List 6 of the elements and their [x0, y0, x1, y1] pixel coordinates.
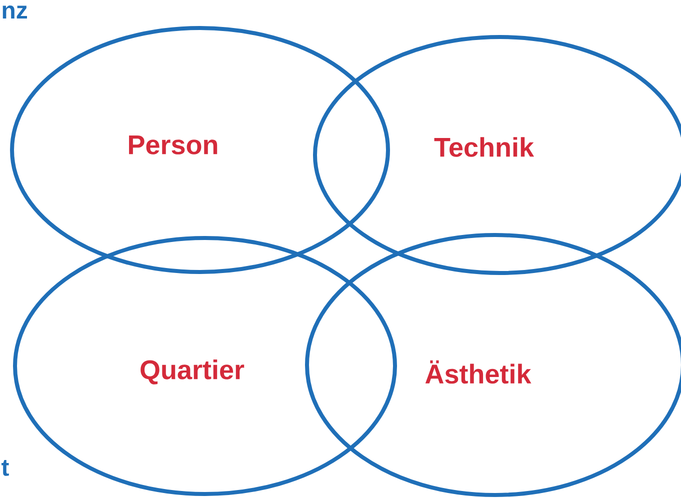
ellipse-label: Person [129, 136, 218, 154]
ellipse-label: Technik [434, 137, 534, 157]
heading-fragment: nz [2, 6, 27, 18]
ellipse-label: Ästhetik [425, 360, 532, 384]
heading-fragment: t [2, 460, 9, 476]
ellipse-label: Quartier [140, 360, 244, 384]
